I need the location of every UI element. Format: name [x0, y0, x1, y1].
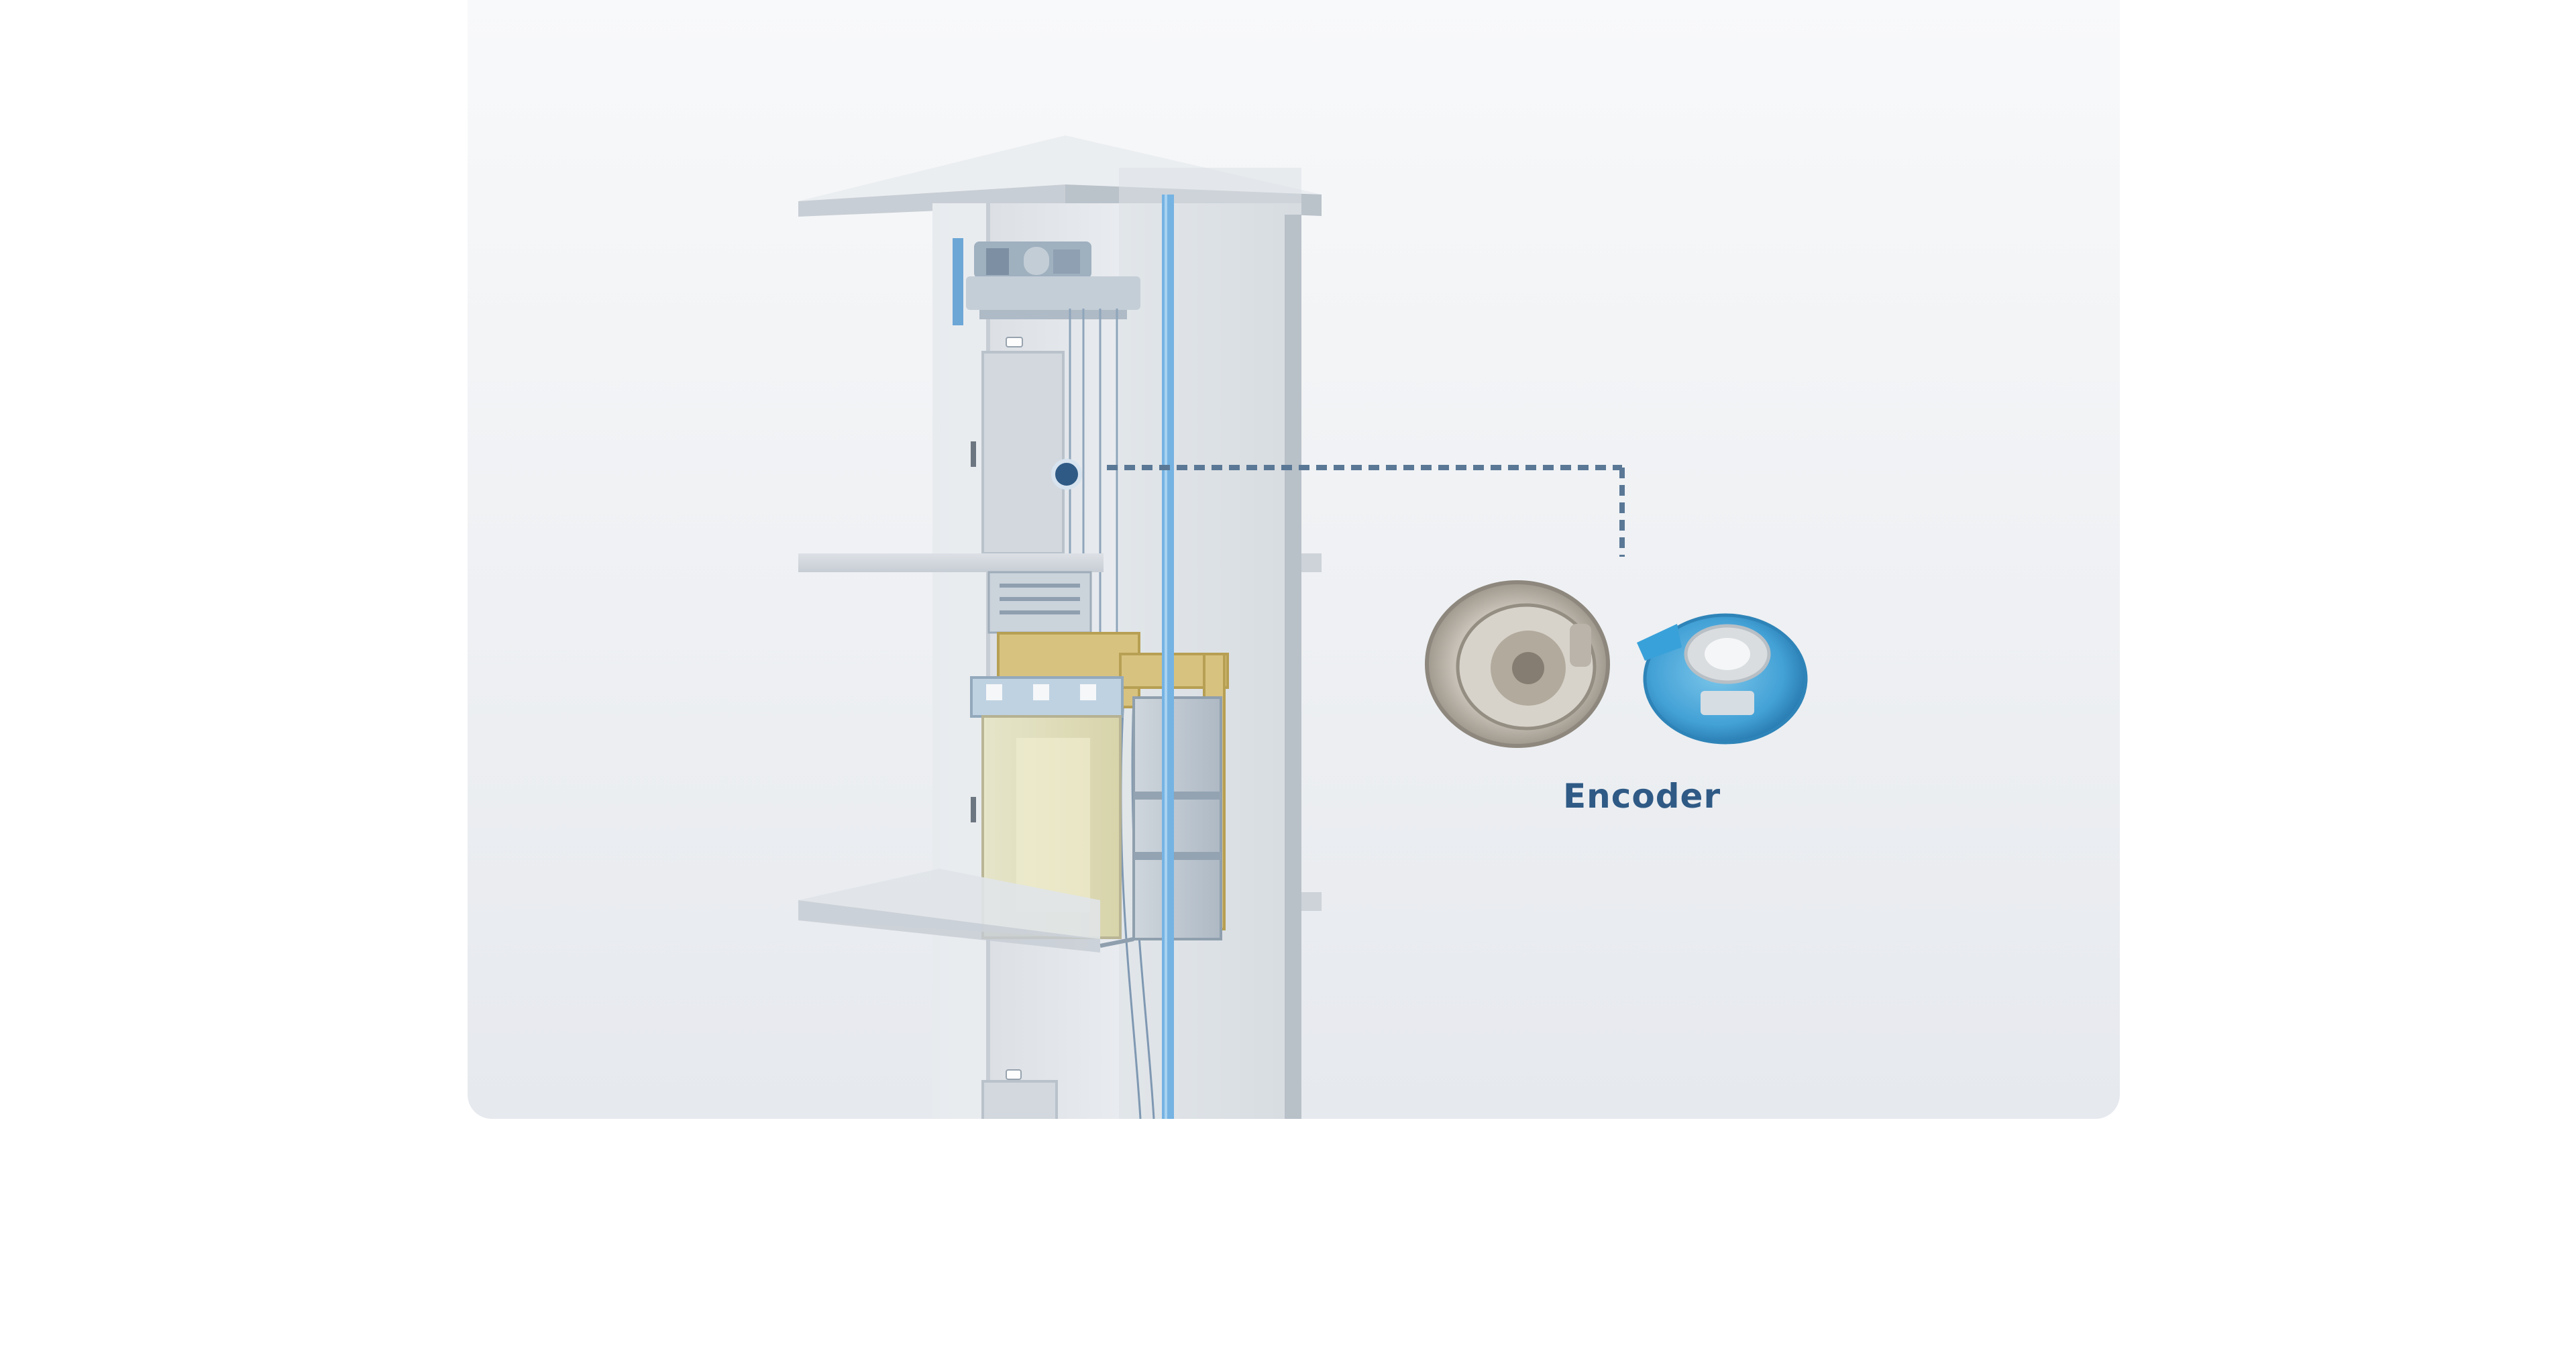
upper-landing-door [971, 337, 1065, 555]
encoder-product-1 [1425, 580, 1610, 748]
middle-floor-slab [798, 553, 1322, 572]
traction-machine [953, 238, 1140, 325]
car-door-operator [970, 676, 1124, 718]
encoder-label: Encoder [1563, 777, 1721, 816]
main-blue-rope [1162, 195, 1174, 1119]
lower-landing-door [981, 1069, 1058, 1119]
lower-floor-slab [798, 869, 1322, 953]
callout-leader-line [1107, 465, 1625, 557]
car-top-assembly [987, 571, 1092, 634]
encoder-product-2 [1637, 613, 1808, 745]
encoder-hotspot-button[interactable] [1051, 459, 1082, 490]
